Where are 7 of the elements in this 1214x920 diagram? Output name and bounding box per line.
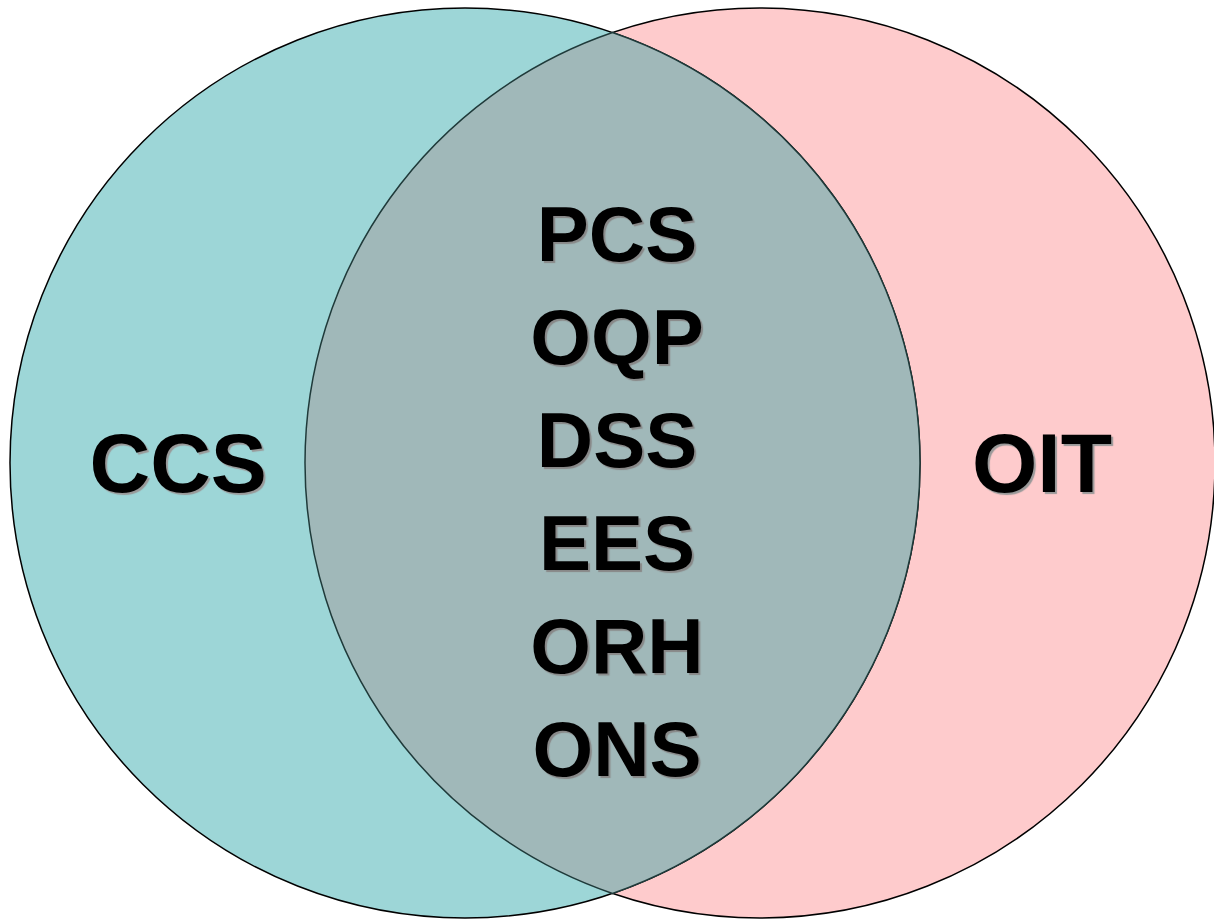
overlap-label: ORH: [530, 607, 704, 685]
set-label: OIT: [972, 421, 1112, 505]
set-label: CCS: [89, 421, 267, 505]
overlap-label: DSS: [536, 401, 698, 479]
overlap-label: EES: [538, 504, 696, 582]
overlap-label: PCS: [536, 195, 698, 273]
overlap-label: ONS: [532, 710, 702, 788]
